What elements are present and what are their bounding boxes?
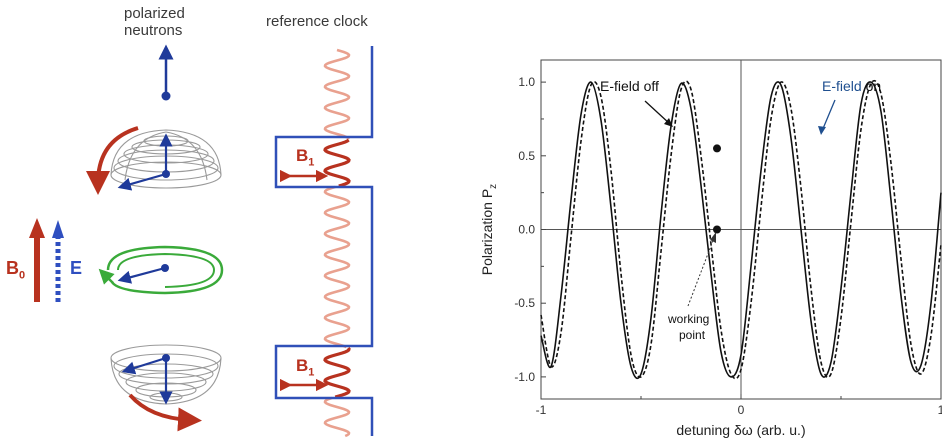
axis-ticks: 1.0 0.5 0.0 -0.5 -1.0 -1 0 1 bbox=[514, 75, 942, 417]
working-point-marker bbox=[713, 225, 721, 234]
y-axis-label: Polarization Pz bbox=[479, 184, 499, 275]
annotations: E-field off E-field on working point bbox=[600, 78, 881, 342]
clock-title: reference clock bbox=[266, 13, 368, 30]
rotation-arrow-lower bbox=[128, 393, 202, 432]
y-tick-label: 1.0 bbox=[518, 75, 535, 89]
curves bbox=[540, 79, 942, 380]
b0-label: B0 bbox=[6, 258, 25, 282]
y-axis-label-main: Polarization P bbox=[479, 189, 495, 275]
clock-frame bbox=[274, 46, 374, 436]
label-e-field-on-rest: on bbox=[862, 78, 881, 94]
neutrons-title-line2: neutrons bbox=[124, 22, 183, 39]
x-tick-label: 1 bbox=[938, 403, 942, 417]
b0-label-sub: 0 bbox=[19, 269, 26, 282]
label-working-point-line1: working bbox=[667, 312, 709, 326]
neutron-precession-diagram bbox=[29, 44, 374, 438]
b1-label-upper-main: B bbox=[296, 146, 309, 165]
reference-clock-wave bbox=[323, 48, 351, 438]
arrowhead-e-field-off bbox=[664, 118, 673, 127]
arrow-e-field-on bbox=[821, 99, 836, 132]
arrowhead-e-field-on bbox=[818, 126, 826, 135]
spin-vectors-lower bbox=[121, 354, 173, 405]
label-e-field-off: E-field off bbox=[600, 78, 659, 94]
rf-pulse-segment bbox=[323, 347, 351, 399]
b1-label-upper-sub: 1 bbox=[308, 156, 315, 169]
arrow-working-point bbox=[687, 237, 715, 307]
b1-label-lower-main: B bbox=[296, 356, 309, 375]
rf-clock-segment bbox=[323, 396, 351, 438]
neutrons-title-line1: polarized bbox=[124, 5, 185, 22]
b1-label-lower-sub: 1 bbox=[308, 366, 315, 379]
e-field-arrow bbox=[52, 220, 64, 302]
b1-label-upper: B1 bbox=[296, 146, 314, 168]
x-axis-label: detuning δω (arb. u.) bbox=[676, 422, 805, 438]
rf-clock-segment bbox=[323, 185, 351, 349]
neutron-spin-top bbox=[158, 44, 174, 101]
zero-lines bbox=[541, 60, 941, 399]
series-e-field-on bbox=[540, 79, 942, 380]
label-working-point-line2: point bbox=[679, 328, 706, 342]
x-tick-label: 0 bbox=[738, 403, 745, 417]
arrow-e-field-off bbox=[644, 100, 671, 125]
label-e-field-on-colored: E-field bbox=[822, 78, 862, 94]
y-tick-label: 0.0 bbox=[518, 223, 535, 237]
b0-arrow bbox=[29, 218, 45, 302]
y-tick-label: 0.5 bbox=[518, 149, 535, 163]
y-tick-label: -0.5 bbox=[514, 296, 535, 310]
x-tick-label: -1 bbox=[536, 403, 547, 417]
rotation-arrow-upper bbox=[86, 126, 139, 195]
arrowhead-working-point bbox=[710, 232, 716, 243]
precession-orbit bbox=[98, 245, 224, 295]
rf-pulse-segment bbox=[323, 138, 351, 188]
y-axis-label-sub: z bbox=[488, 184, 499, 189]
working-point-marker bbox=[713, 144, 721, 153]
label-e-field-on: E-field on bbox=[822, 78, 881, 94]
y-tick-label: -1.0 bbox=[514, 370, 535, 384]
e-label: E bbox=[70, 258, 83, 278]
spin-vectors-upper bbox=[117, 133, 173, 191]
b1-label-lower: B1 bbox=[296, 356, 314, 378]
rf-clock-segment bbox=[323, 48, 351, 140]
b0-label-main: B bbox=[6, 258, 19, 278]
series-e-field-off bbox=[540, 81, 942, 380]
